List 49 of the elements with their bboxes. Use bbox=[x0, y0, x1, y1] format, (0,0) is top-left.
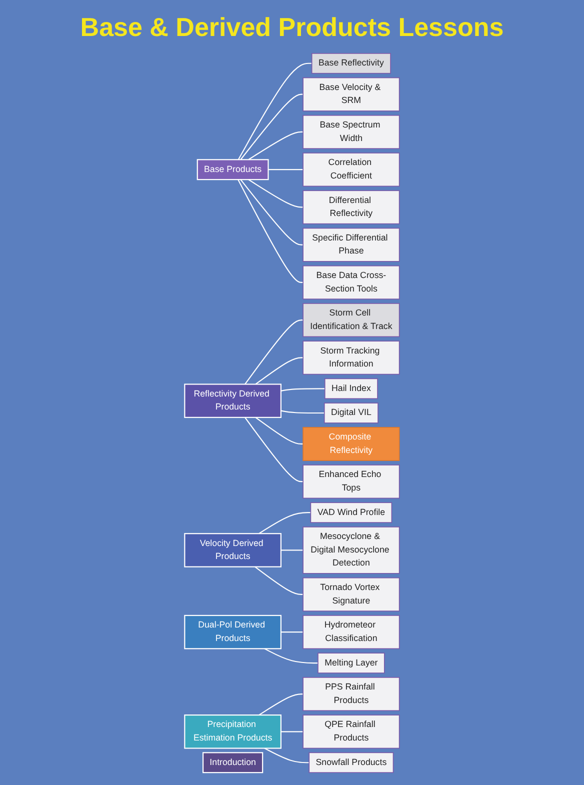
connector bbox=[240, 179, 304, 246]
connector bbox=[238, 179, 304, 283]
connector bbox=[244, 417, 304, 482]
node-box: Hail Index bbox=[324, 378, 378, 400]
node-box: Precipitation Estimation Products bbox=[184, 714, 282, 749]
connector bbox=[244, 320, 304, 385]
node-box: Storm Cell Identification & Track bbox=[302, 303, 400, 338]
connector bbox=[280, 388, 325, 392]
node-box: VAD Wind Profile bbox=[310, 502, 392, 523]
connector bbox=[248, 179, 304, 208]
node-box: QPE Rainfall Products bbox=[302, 714, 400, 749]
node-box: Base Velocity & SRM bbox=[302, 77, 400, 112]
connector bbox=[254, 566, 304, 595]
node-box: Base Data Cross-Section Tools bbox=[302, 265, 400, 300]
node-box: Base Products bbox=[196, 159, 269, 180]
node-box: Enhanced Echo Tops bbox=[302, 464, 400, 499]
node-box: Velocity Derived Products bbox=[184, 533, 282, 568]
node-box: Base Reflectivity bbox=[311, 53, 391, 74]
connector bbox=[268, 169, 304, 170]
node-box: Storm Tracking Information bbox=[302, 340, 400, 375]
connector bbox=[240, 94, 304, 160]
node-box: Correlation Coefficient bbox=[302, 152, 400, 187]
node-box: Melting Layer bbox=[318, 652, 385, 674]
node-box: Snowfall Products bbox=[308, 752, 394, 773]
connector bbox=[255, 416, 304, 445]
node-box: Digital VIL bbox=[324, 402, 378, 424]
connector bbox=[280, 410, 324, 414]
connector bbox=[264, 648, 318, 664]
node-box: Introduction bbox=[202, 752, 264, 774]
node-box: Specific Differential Phase bbox=[302, 228, 400, 262]
connector bbox=[280, 731, 304, 732]
node-box: Differential Reflectivity bbox=[302, 190, 400, 224]
connector bbox=[280, 550, 304, 551]
node-box: Composite Reflectivity bbox=[302, 426, 400, 461]
node-box: Base Spectrum Width bbox=[302, 114, 400, 149]
connector bbox=[264, 748, 310, 764]
node-box: PPS Rainfall Products bbox=[302, 677, 400, 712]
connector bbox=[248, 131, 304, 160]
node-box: Dual-Pol Derived Products bbox=[184, 614, 282, 650]
connector bbox=[258, 512, 311, 534]
connector bbox=[238, 62, 312, 160]
node-box: Hydrometeor Classification bbox=[302, 615, 400, 650]
connector bbox=[280, 632, 304, 633]
node-box: Reflectivity Derived Products bbox=[184, 384, 282, 418]
title: Base & Derived Products Lessons bbox=[80, 12, 504, 43]
connector bbox=[258, 693, 304, 716]
node-box: Mesocyclone & Digital Mesocyclone Detection bbox=[302, 526, 400, 574]
connector bbox=[255, 357, 304, 385]
node-box: Tornado Vortex Signature bbox=[302, 577, 400, 612]
